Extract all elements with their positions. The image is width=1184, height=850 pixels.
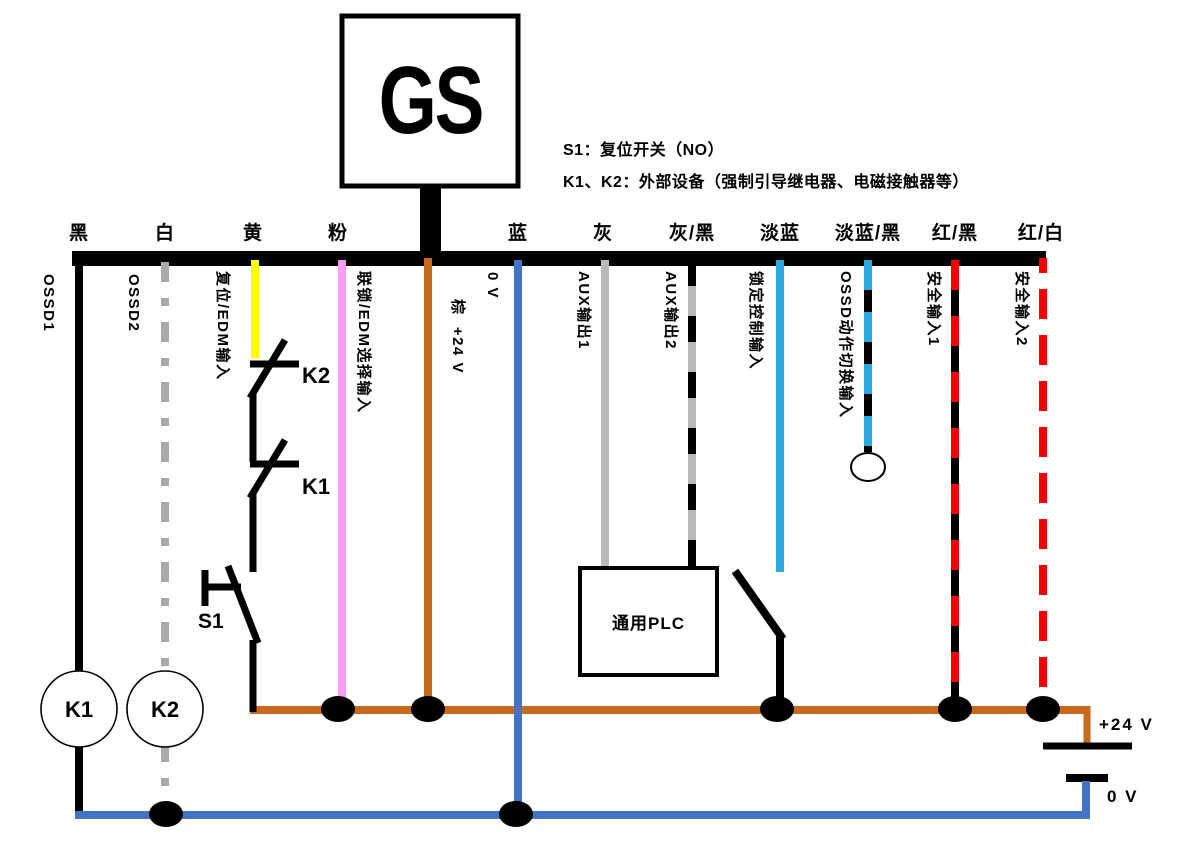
gs-device-label: GS bbox=[378, 47, 484, 154]
signal-0v: 0 V bbox=[484, 272, 501, 300]
k1-contact-label: K1 bbox=[302, 474, 331, 499]
header-blue: 蓝 bbox=[507, 223, 529, 244]
signal-ossd1: OSSD1 bbox=[40, 274, 57, 333]
header-lightblue: 淡蓝 bbox=[759, 223, 801, 244]
header-lightblue-black: 淡蓝/黑 bbox=[834, 223, 902, 244]
k1-coil-label: K1 bbox=[64, 697, 94, 722]
plc-box: 通用PLC bbox=[580, 568, 717, 675]
k2-coil-circle bbox=[126, 670, 204, 748]
junction-dots bbox=[149, 696, 1060, 827]
k1-contact-blade bbox=[247, 438, 288, 500]
note-k1-k2: K1、K2：外部设备（强制引导继电器、电磁接触器等） bbox=[563, 174, 969, 191]
open-terminal-circle bbox=[850, 452, 886, 482]
note-s1: S1：复位开关（NO） bbox=[563, 142, 725, 159]
signal-ossd-mode: OSSD动作切换输入 bbox=[837, 271, 854, 419]
junction-lockswitch-24v bbox=[760, 696, 794, 722]
top-bus bbox=[72, 251, 1046, 266]
junction-pink-24v bbox=[321, 696, 355, 722]
gs-trunk bbox=[420, 186, 441, 256]
junction-safety1-24v bbox=[938, 696, 972, 722]
lock-switch-blade bbox=[731, 568, 787, 642]
header-red-white: 红/白 bbox=[1017, 223, 1065, 244]
gs-device-box bbox=[339, 13, 521, 189]
k2-contact-label: K2 bbox=[302, 363, 331, 388]
s1-blade bbox=[224, 564, 262, 645]
k2-contact-blade bbox=[247, 338, 288, 400]
header-white: 白 bbox=[154, 223, 176, 244]
blue-0v-bus bbox=[75, 781, 1090, 819]
junction-blue-0v bbox=[499, 801, 533, 827]
signal-safety2: 安全输入2 bbox=[1013, 271, 1030, 347]
header-pink: 粉 bbox=[327, 223, 349, 244]
junction-brown-24v bbox=[411, 696, 445, 722]
edm-contact-chain bbox=[201, 338, 299, 712]
signal-interlock: 联锁/EDM选择输入 bbox=[355, 271, 372, 414]
k2-coil-label: K2 bbox=[150, 697, 180, 722]
signal-safety1: 安全输入1 bbox=[925, 271, 942, 347]
signal-aux2: AUX输出2 bbox=[662, 271, 679, 351]
s1-switch-label: S1 bbox=[198, 610, 224, 633]
plc-box-rect bbox=[578, 566, 719, 677]
gs-device: GS bbox=[340, 14, 520, 188]
k1-coil-circle bbox=[40, 670, 118, 748]
header-black: 黑 bbox=[68, 223, 90, 244]
signal-reset-edm: 复位/EDM输入 bbox=[214, 271, 231, 381]
supply-plus-label: +24 V bbox=[1099, 715, 1154, 734]
header-gray-black: 灰/黑 bbox=[668, 223, 716, 244]
signal-aux1: AUX输出1 bbox=[575, 271, 592, 351]
header-yellow: 黄 bbox=[242, 223, 264, 244]
signal-lock-control: 锁定控制输入 bbox=[747, 271, 764, 371]
signal-ossd2: OSSD2 bbox=[125, 274, 142, 333]
header-gray: 灰 bbox=[592, 223, 614, 244]
signal-brown-24v: 棕 +24 V bbox=[449, 299, 466, 374]
junction-ossd2-0v bbox=[149, 801, 183, 827]
junction-safety2-24v bbox=[1026, 696, 1060, 722]
plc-label: 通用PLC bbox=[612, 614, 685, 633]
header-red-black: 红/黑 bbox=[931, 223, 979, 244]
supply-zero-label: 0 V bbox=[1107, 787, 1139, 806]
